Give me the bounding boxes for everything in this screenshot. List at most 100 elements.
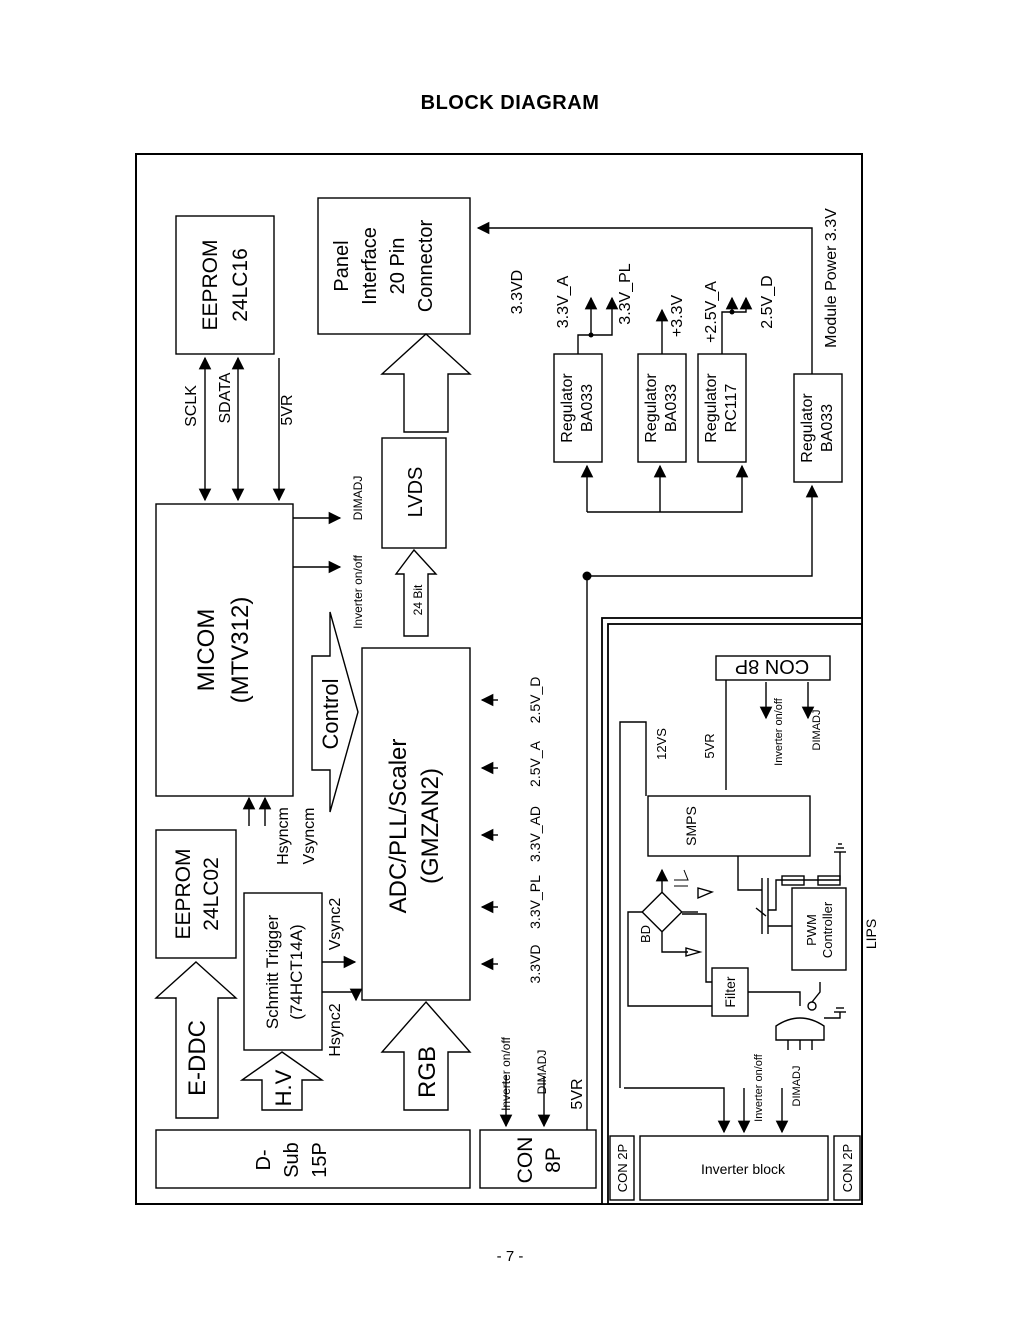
- svg-text:3.3VD: 3.3VD: [527, 945, 543, 984]
- regulator-4-label: Regulator BA033: [799, 393, 836, 463]
- inv-dimadj-label: DIMADJ: [791, 1066, 803, 1107]
- svg-text:MICOM: MICOM: [193, 609, 220, 692]
- lvds-label: LVDS: [405, 467, 427, 518]
- eeprom-24lc02-block: [155, 829, 237, 959]
- smps-label: SMPS: [683, 806, 699, 846]
- hv-label: H.V: [271, 1069, 296, 1106]
- eeprom-24lc16-block: [175, 215, 275, 355]
- svg-text:SMPS: SMPS: [683, 806, 699, 846]
- filter-label: Filter: [722, 976, 738, 1007]
- panel-interface-block: [317, 197, 471, 335]
- svg-text:Inverter on/off: Inverter on/off: [351, 554, 365, 628]
- svg-text:15P: 15P: [309, 1142, 331, 1178]
- adc-block: [361, 647, 471, 1001]
- v33-label: +3.3V: [669, 295, 686, 338]
- svg-text:Regulator: Regulator: [559, 373, 576, 443]
- regulator-2-label: Regulator BA033: [643, 373, 680, 443]
- panel-big-arrow: [380, 333, 472, 433]
- edc-big-arrow: [154, 961, 238, 1119]
- svg-text:Vsyncm: Vsyncm: [301, 808, 318, 865]
- svg-text:Inverter on/off: Inverter on/off: [499, 1036, 513, 1110]
- svg-text:5VR: 5VR: [702, 733, 717, 758]
- rgb-big-arrow: [380, 1000, 472, 1111]
- svg-text:Module Power 3.3V: Module Power 3.3V: [823, 208, 840, 348]
- adc-v3-label: 3.3V_AD: [527, 806, 543, 862]
- svg-text:2.5V_D: 2.5V_D: [759, 275, 776, 328]
- svg-text:CON 2P: CON 2P: [840, 1144, 855, 1192]
- svg-text:Sub: Sub: [281, 1142, 303, 1178]
- svg-text:Controller: Controller: [820, 901, 835, 958]
- inv-inverter-label: Inverter on/off: [753, 1053, 765, 1122]
- schmitt-trigger-block: [243, 892, 323, 1051]
- regulator-4-block: [793, 373, 843, 483]
- svg-text:E-DDC: E-DDC: [184, 1020, 211, 1096]
- con8p-dimadj-label: DIMADJ: [535, 1050, 549, 1095]
- con2p-right-block: [833, 1135, 861, 1201]
- svg-text:5VR: 5VR: [569, 1078, 586, 1109]
- adc-label: ADC/PLL/Scaler (GMZAN2): [385, 739, 444, 914]
- v33pl-label: 3.3V_PL: [617, 263, 634, 324]
- svg-text:EEPROM: EEPROM: [199, 239, 222, 330]
- svg-text:20 Pin: 20 Pin: [387, 238, 409, 295]
- con8p-lips-label: CON 8P: [735, 655, 809, 677]
- svg-text:Filter: Filter: [722, 976, 738, 1007]
- con8p-label: CON 8P: [514, 1137, 565, 1184]
- v25a-label: +2.5V_A: [703, 281, 720, 343]
- svg-text:PWM: PWM: [804, 914, 819, 946]
- con8p-block: [479, 1129, 597, 1189]
- svg-text:3.3V_PL: 3.3V_PL: [617, 263, 634, 324]
- vsync2-label: Vsync2: [327, 898, 344, 951]
- svg-text:(74HCT14A): (74HCT14A): [287, 924, 306, 1019]
- v25d-label: 2.5V_D: [759, 275, 776, 328]
- svg-text:3.3V_A: 3.3V_A: [555, 275, 572, 328]
- svg-text:Inverter on/off: Inverter on/off: [753, 1053, 765, 1122]
- adc-v2-label: 3.3V_PL: [527, 875, 543, 929]
- svg-text:LVDS: LVDS: [405, 467, 427, 518]
- svg-text:CON 8P: CON 8P: [735, 655, 809, 677]
- svg-text:DIMADJ: DIMADJ: [811, 710, 823, 751]
- pwm-block: [791, 887, 847, 971]
- lvds-block: [381, 437, 447, 549]
- svg-text:BA033: BA033: [819, 404, 836, 452]
- hsyncm-label: Hsyncm: [275, 807, 292, 865]
- con2p-right-label: CON 2P: [840, 1144, 855, 1192]
- lips-label: LIPS: [863, 919, 879, 949]
- svg-text:(MTV312): (MTV312): [227, 597, 254, 704]
- svg-text:24 Bit: 24 Bit: [411, 584, 425, 615]
- v33vd-label: 3.3VD: [509, 270, 526, 314]
- schmitt-trigger-label: Schmitt Trigger (74HCT14A): [263, 915, 306, 1030]
- control-big-arrow: [311, 611, 359, 813]
- hv-big-arrow: [239, 1051, 325, 1111]
- vsyncm-label: Vsyncm: [301, 808, 318, 865]
- con8p-lips-block: [715, 655, 831, 681]
- svg-text:12VS: 12VS: [654, 728, 669, 760]
- svg-text:D-: D-: [253, 1149, 275, 1170]
- sdata-label: SDATA: [217, 372, 234, 423]
- svg-text:3.3VD: 3.3VD: [509, 270, 526, 314]
- lips-dimadj-label: DIMADJ: [811, 710, 823, 751]
- pwm-label: PWM Controller: [804, 901, 835, 958]
- svg-text:DIMADJ: DIMADJ: [535, 1050, 549, 1095]
- svg-text:3.3V_PL: 3.3V_PL: [527, 875, 543, 929]
- module-power-label: Module Power 3.3V: [823, 208, 840, 348]
- dsub-block: [155, 1129, 471, 1189]
- rgb-label: RGB: [414, 1046, 441, 1098]
- micom-label: MICOM (MTV312): [193, 597, 254, 704]
- eeprom-24lc16-label: EEPROM 24LC16: [199, 239, 252, 330]
- bit24-big-arrow: [394, 548, 438, 637]
- vr5-lips-label: 5VR: [702, 733, 717, 758]
- panel-interface-label: Panel Interface 20 Pin Connector: [331, 220, 437, 313]
- adc-v1-label: 3.3VD: [527, 945, 543, 984]
- svg-text:Regulator: Regulator: [643, 373, 660, 443]
- regulator-1-label: Regulator BA033: [559, 373, 596, 443]
- svg-text:EEPROM: EEPROM: [172, 848, 195, 939]
- edc-label: E-DDC: [184, 1020, 211, 1096]
- svg-text:DIMADJ: DIMADJ: [351, 476, 365, 521]
- lips-frame-inner: [607, 623, 863, 1205]
- svg-text:RC117: RC117: [723, 384, 740, 433]
- svg-text:Interface: Interface: [359, 227, 381, 305]
- vr5-top-label: 5VR: [279, 394, 296, 425]
- svg-text:Regulator: Regulator: [799, 393, 816, 463]
- inverter-block-label: Inverter block: [701, 1161, 786, 1177]
